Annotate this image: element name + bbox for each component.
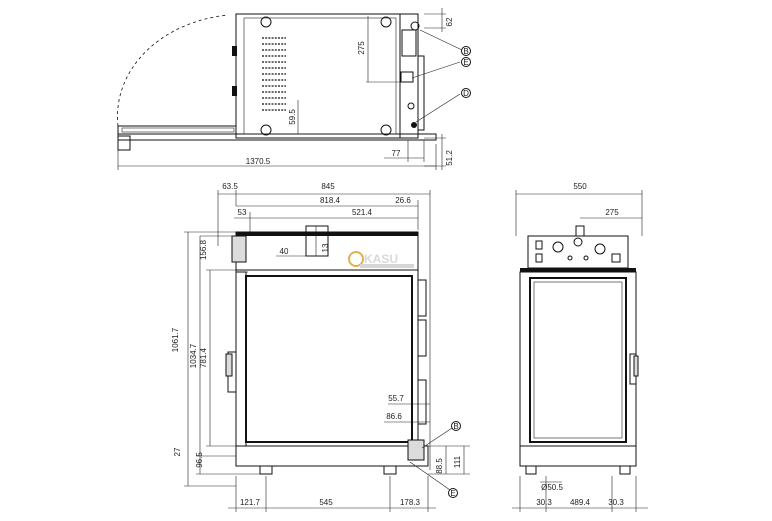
dim-front-050-5: Ø50.5 [541,483,563,492]
door-handle-grip [225,353,233,377]
front-door-glass [529,277,627,443]
side-bump-1 [417,279,427,317]
knob-3 [594,243,606,255]
dim-top-59-5: 59.5 [288,109,297,125]
hinge-block-top [231,235,247,263]
dim-side-121-7: 121.7 [240,498,261,507]
caster-br [380,124,392,136]
callout-d-top [461,88,471,98]
hinge-1 [232,46,237,56]
dim-side-27: 27 [173,447,182,456]
vent-grille [262,37,286,111]
dim-side-111: 111 [453,455,462,468]
svg-text:E: E [450,489,455,498]
front-foot-left [525,465,537,475]
oven-body-top [235,13,419,139]
control-panel [527,235,629,269]
dim-side-86-6: 86.6 [386,412,402,421]
side-bump-3 [417,379,427,425]
dim-side-26-6: 26.6 [395,196,411,205]
svg-text:B: B [463,47,468,56]
side-view: 63.5 845 818.4 26.6 53 521.4 40 13 [171,182,470,512]
chimney [305,225,329,257]
dim-side-818-4: 818.4 [320,196,341,205]
indicator-2 [583,255,589,261]
switch-1 [535,240,543,250]
dim-side-40: 40 [280,247,289,256]
dim-side-178-3: 178.3 [400,498,421,507]
caster-tr [380,16,392,28]
drain-outlet [411,122,417,128]
switch-2 [535,253,543,263]
svg-text:E: E [463,58,468,67]
dim-side-13: 13 [321,243,330,252]
front-view: 550 275 Ø50.5 30.3 489.4 30.3 [512,182,648,512]
dim-side-53: 53 [238,208,247,217]
svg-text:B: B [453,422,458,431]
control-column [399,13,419,139]
base-rail [117,125,237,135]
top-housing-lip [236,232,418,236]
dim-top-51-2: 51.2 [445,150,454,166]
left-trim [235,271,247,447]
dim-side-521-4: 521.4 [352,208,373,217]
knob-2 [573,237,583,247]
front-base [519,445,637,467]
control-knob-top [410,21,420,31]
dim-side-781-4: 781.4 [199,347,208,368]
dim-front-489-4: 489.4 [570,498,591,507]
dim-front-275: 275 [605,208,619,217]
control-knob-bottom [407,102,415,110]
dim-side-96-5: 96.5 [195,452,204,468]
panel-bottom-trim [520,268,636,272]
foot-left [117,135,131,151]
drain-box [407,439,425,461]
dim-top-275: 275 [357,41,366,55]
dim-top-1370-5: 1370.5 [246,157,271,166]
handle-right [417,55,425,131]
control-slot [400,71,414,83]
dim-side-545: 545 [319,498,333,507]
top-view: 275 59.5 62 51.2 77 1370.5 B E D [117,8,471,170]
base-plate [235,445,429,467]
callout-b-top [461,46,471,56]
control-box-top [401,29,417,57]
dim-side-55-7: 55.7 [388,394,404,403]
caster-bl [260,124,272,136]
display [611,253,621,263]
foot-right-side [383,465,397,475]
dim-side-1061-7: 1061.7 [171,327,180,352]
oven-body-inner [243,17,397,135]
dim-front-30-3-left: 30.3 [536,498,552,507]
dim-side-156-8: 156.8 [199,239,208,260]
svg-text:D: D [463,89,469,98]
base-rail-inner [121,127,235,133]
dim-side-1034-7: 1034.7 [189,343,198,368]
hinge-2 [232,86,237,96]
callout-e-top [461,57,471,67]
dim-side-63-5: 63.5 [222,182,238,191]
dim-top-62: 62 [445,17,454,26]
dim-side-845: 845 [321,182,335,191]
door-swing-arc [117,14,229,127]
caster-tl [260,16,272,28]
knob-1 [552,241,564,253]
callout-b-side [451,421,461,431]
watermark-logo: KASU [348,251,414,268]
callout-e-side [448,488,458,498]
front-body [519,271,637,447]
dim-front-550: 550 [573,182,587,191]
dim-front-30-3-right: 30.3 [608,498,624,507]
indicator-1 [567,255,573,261]
front-foot-right [619,465,631,475]
dim-top-77: 77 [392,149,401,158]
dim-side-88-5: 88.5 [435,458,444,474]
svg-text:KASU: KASU [364,252,398,266]
chimney-front [575,225,585,237]
side-bump-2 [417,319,427,357]
foot-left-side [259,465,273,475]
front-door-inner [533,281,623,439]
front-handle-grip [633,355,639,377]
